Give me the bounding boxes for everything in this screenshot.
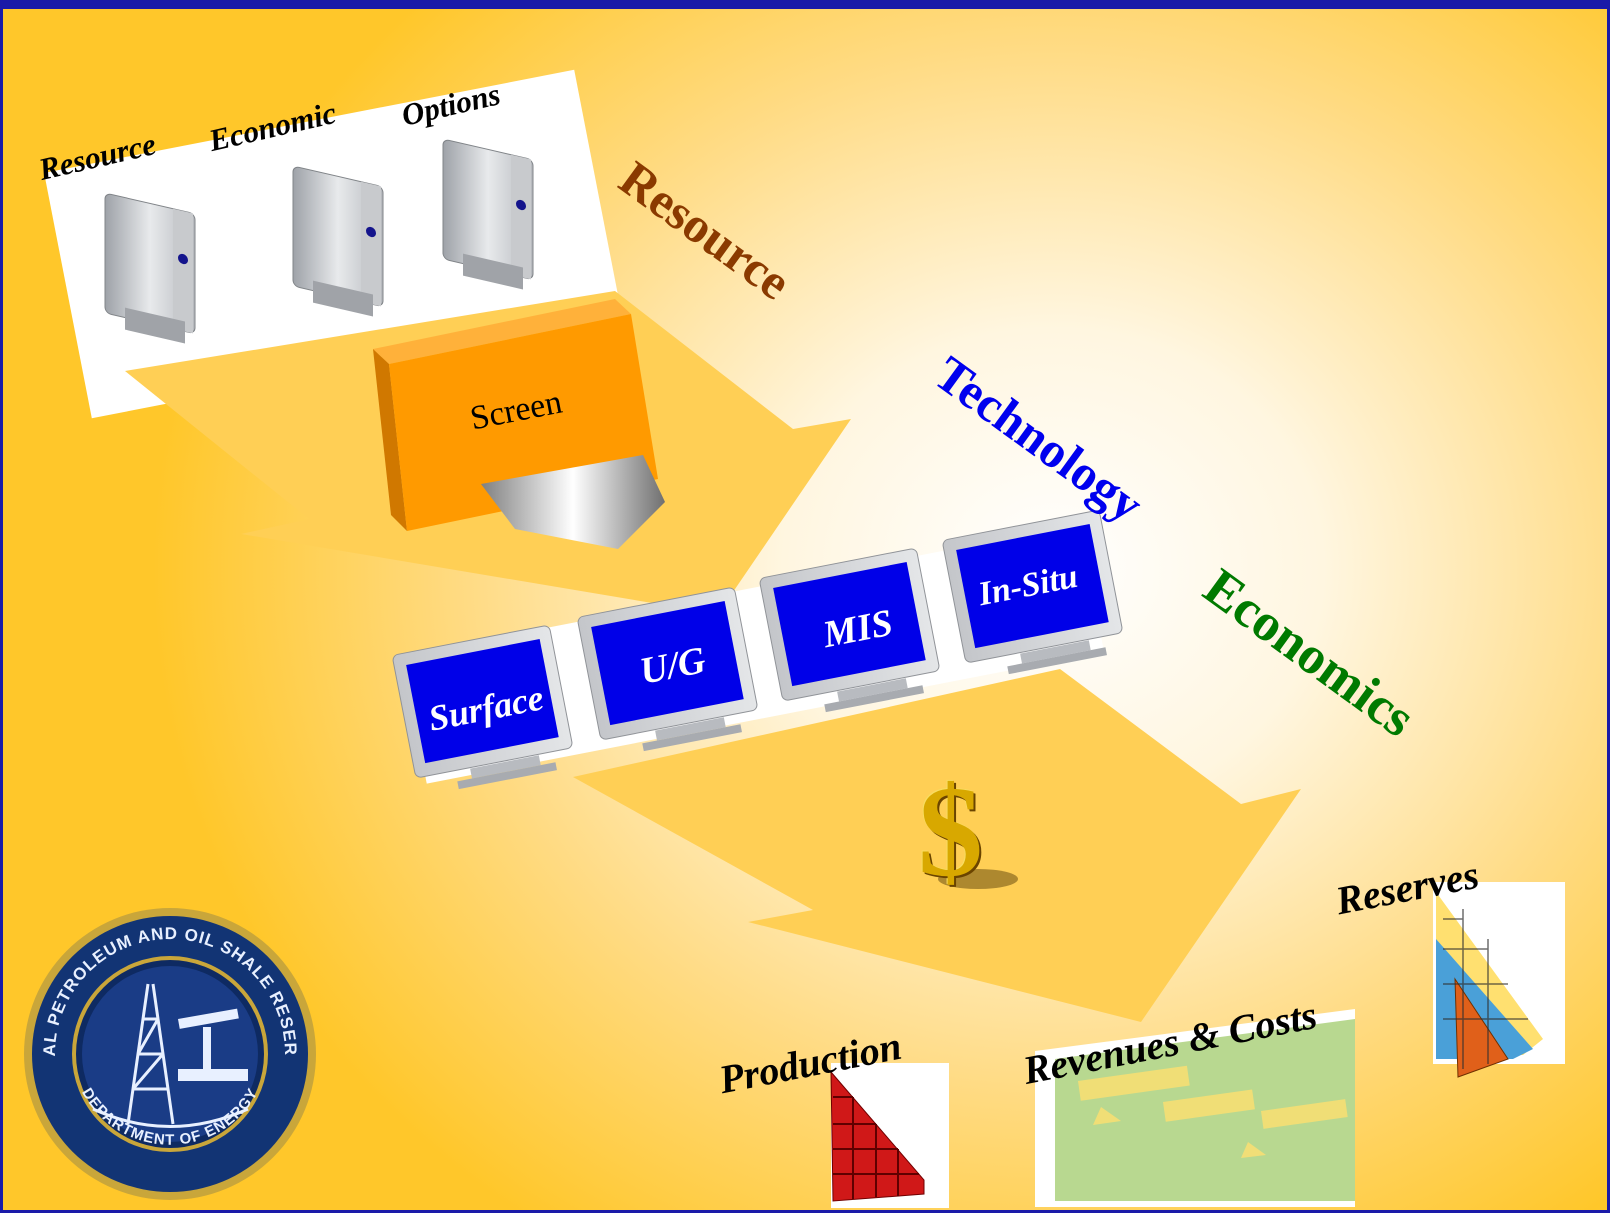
dollar-icon: $	[918, 760, 983, 904]
monitor-ug	[577, 587, 758, 752]
pump-jack-icon	[178, 1008, 248, 1081]
doe-seal: NAVAL PETROLEUM AND OIL SHALE RESERVES D…	[3, 9, 316, 1200]
slide-canvas: NAVAL PETROLEUM AND OIL SHALE RESERVES D…	[3, 9, 1607, 1210]
dollar-shadow	[938, 869, 1018, 889]
paper-sheet	[481, 455, 665, 549]
oil-derrick-icon	[126, 983, 175, 1125]
revenues-costs-chart	[1035, 1009, 1355, 1207]
database-drive-economic	[292, 166, 384, 317]
reserves-chart	[1436, 892, 1543, 1078]
monitor-mis	[759, 548, 940, 713]
monitor-in-situ	[942, 510, 1123, 675]
flow-arrow-lower	[573, 669, 1301, 1022]
screen-box	[373, 299, 665, 549]
database-drive-options	[442, 139, 534, 290]
monitor-surface	[392, 625, 573, 790]
diagram-graphics: NAVAL PETROLEUM AND OIL SHALE RESERVES D…	[3, 9, 1565, 1208]
database-drive-resource	[104, 193, 196, 344]
production-chart	[830, 1070, 925, 1202]
